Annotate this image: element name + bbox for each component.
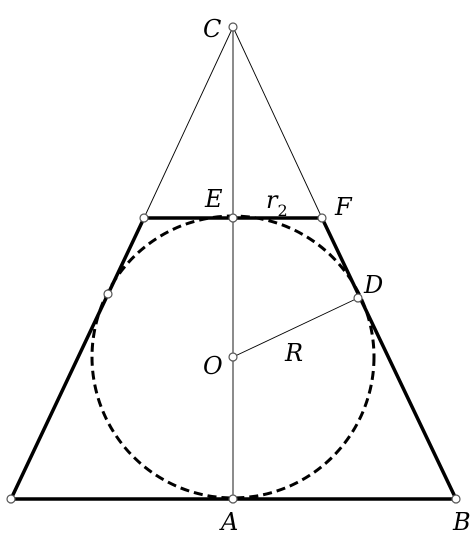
point-f [317, 213, 327, 223]
label-b: B [452, 508, 471, 536]
point-o [228, 352, 238, 362]
apex-line-right [232, 26, 323, 219]
point-b [451, 494, 461, 504]
label-f: F [334, 193, 353, 221]
radius-od [232, 297, 359, 358]
label-radius-r: R [284, 339, 303, 367]
point-d [353, 293, 363, 303]
label-d: D [363, 271, 383, 299]
point-left-tangent [103, 289, 113, 299]
point-bottom-left [6, 494, 16, 504]
point-a [228, 494, 238, 504]
label-r-subscript: 2 [277, 201, 287, 220]
label-c: C [203, 15, 221, 43]
point-top-left [139, 213, 149, 223]
label-e: E [204, 185, 223, 213]
label-r: r [266, 186, 279, 214]
point-c [228, 22, 238, 32]
label-r2: r2 [266, 186, 288, 220]
apex-line-left [143, 26, 234, 219]
label-o: O [203, 352, 223, 380]
label-a: A [219, 508, 238, 536]
point-e [228, 213, 238, 223]
